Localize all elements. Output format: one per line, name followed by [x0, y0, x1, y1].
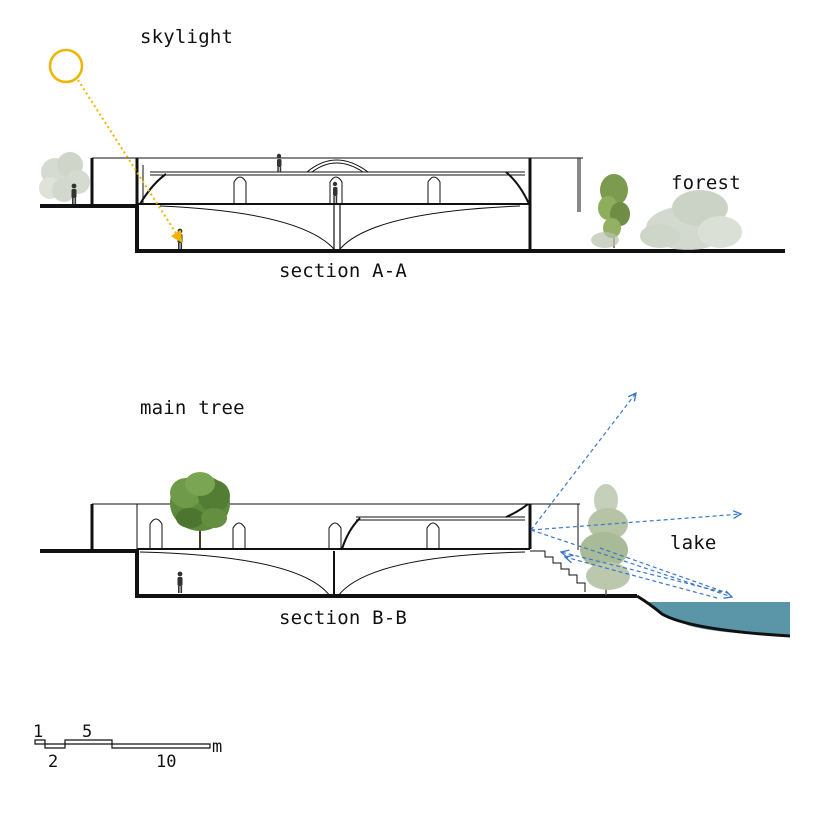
building-shell [92, 503, 586, 597]
main-tree-icon [170, 472, 230, 548]
scale-tick-5: 5 [82, 722, 93, 742]
section-b-drawing [40, 393, 791, 638]
scale-unit: m [212, 737, 223, 757]
person-figure-icon [276, 153, 282, 172]
person-figure-icon [332, 181, 338, 203]
left-shrub-icon [39, 152, 90, 202]
section-a-drawing [39, 48, 785, 253]
scale-tick-10: 10 [156, 752, 177, 772]
building-shell [92, 157, 583, 250]
person-figure-icon [177, 228, 183, 249]
section-a-title: section A-A [279, 260, 408, 282]
lake-water [645, 602, 790, 636]
person-figure-icon [177, 571, 183, 593]
lake-label: lake [670, 532, 717, 554]
scale-tick-1: 1 [33, 722, 44, 742]
scale-tick-2: 2 [48, 752, 59, 772]
lake-bank [636, 594, 791, 638]
person-figure-icon [71, 183, 77, 204]
lakeside-tree-icon [580, 484, 630, 595]
tree-icon [591, 174, 630, 248]
sun-icon [48, 48, 84, 84]
skylight-label: skylight [140, 26, 234, 48]
scale-bar [34, 739, 211, 749]
sunlight-ray [77, 79, 183, 244]
main-tree-label: main tree [140, 397, 245, 419]
section-b-title: section B-B [279, 607, 408, 629]
reflection-arrows [530, 393, 741, 598]
forest-shrub-icon [640, 190, 742, 250]
forest-label: forest [671, 172, 741, 194]
